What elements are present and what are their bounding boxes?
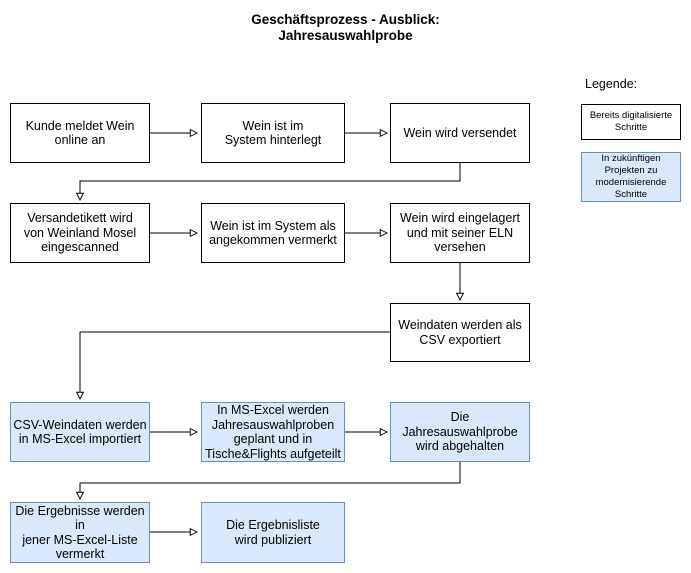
edge-3-4 (75, 163, 461, 202)
node-jahresauswahlprobe-abgehalten: Die Jahresauswahlprobe wird abgehalten (390, 402, 530, 462)
edge-7-8 (75, 331, 390, 401)
node-weindaten-csv-exportiert: Weindaten werden als CSV exportiert (390, 303, 530, 362)
node-wein-wird-versendet: Wein wird versendet (390, 103, 530, 163)
node-ergebnisse-vermerkt: Die Ergebnisse werden in jener MS-Excel-… (10, 502, 150, 563)
legend-item-future: In zukünftigen Projekten zu modernisiere… (581, 152, 681, 202)
node-wein-als-angekommen-vermerkt: Wein ist im System als angekommen vermer… (201, 203, 345, 263)
node-kunde-meldet-wein-online-an: Kunde meldet Wein online an (10, 103, 150, 163)
node-wein-ist-im-system-hinterlegt: Wein ist im System hinterlegt (201, 103, 345, 163)
legend-heading: Legende: (585, 77, 638, 91)
node-versandetikett-eingescanned: Versandetikett wird von Weinland Mosel e… (10, 203, 150, 263)
connector-paths (75, 128, 465, 537)
diagram-title: Geschäftsprozess - Ausblick: Jahresauswa… (251, 12, 440, 43)
legend-item-digitized: Bereits digitalisierte Schritte (581, 104, 681, 140)
node-ergebnisliste-publiziert: Die Ergebnisliste wird publiziert (201, 502, 345, 563)
edge-10-11 (75, 462, 461, 501)
node-csv-weindaten-importiert: CSV-Weindaten werden in MS-Excel importi… (10, 402, 150, 462)
node-excel-jahresauswahlproben-geplant: In MS-Excel werden Jahresauswahlproben g… (201, 402, 345, 462)
node-wein-eingelagert-eln: Wein wird eingelagert und mit seiner ELN… (390, 203, 530, 263)
